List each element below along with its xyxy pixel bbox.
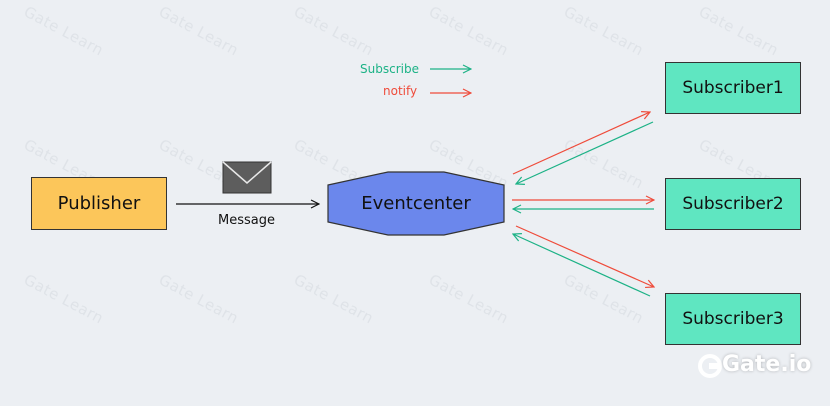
subscriber3-node: Subscriber3: [665, 293, 801, 345]
eventcenter-label: Eventcenter: [361, 193, 471, 214]
subscriber2-node: Subscriber2: [665, 178, 801, 230]
subscribe-arrow-3: [513, 234, 651, 297]
message-label: Message: [218, 213, 275, 228]
notify-arrow-1: [512, 112, 650, 175]
eventcenter-shape: [327, 171, 505, 236]
envelope-icon: [222, 161, 272, 194]
gate-logo-icon: [698, 354, 722, 378]
brand-logo-text: Gate.io: [722, 352, 812, 377]
legend-notify-label: notify: [383, 84, 418, 98]
subscribe-arrow-1: [516, 121, 654, 184]
publisher-node: Publisher: [31, 177, 167, 230]
notify-arrow-3: [515, 225, 654, 287]
legend-subscribe-label: Subscribe: [360, 62, 419, 76]
subscriber1-node: Subscriber1: [665, 62, 801, 114]
